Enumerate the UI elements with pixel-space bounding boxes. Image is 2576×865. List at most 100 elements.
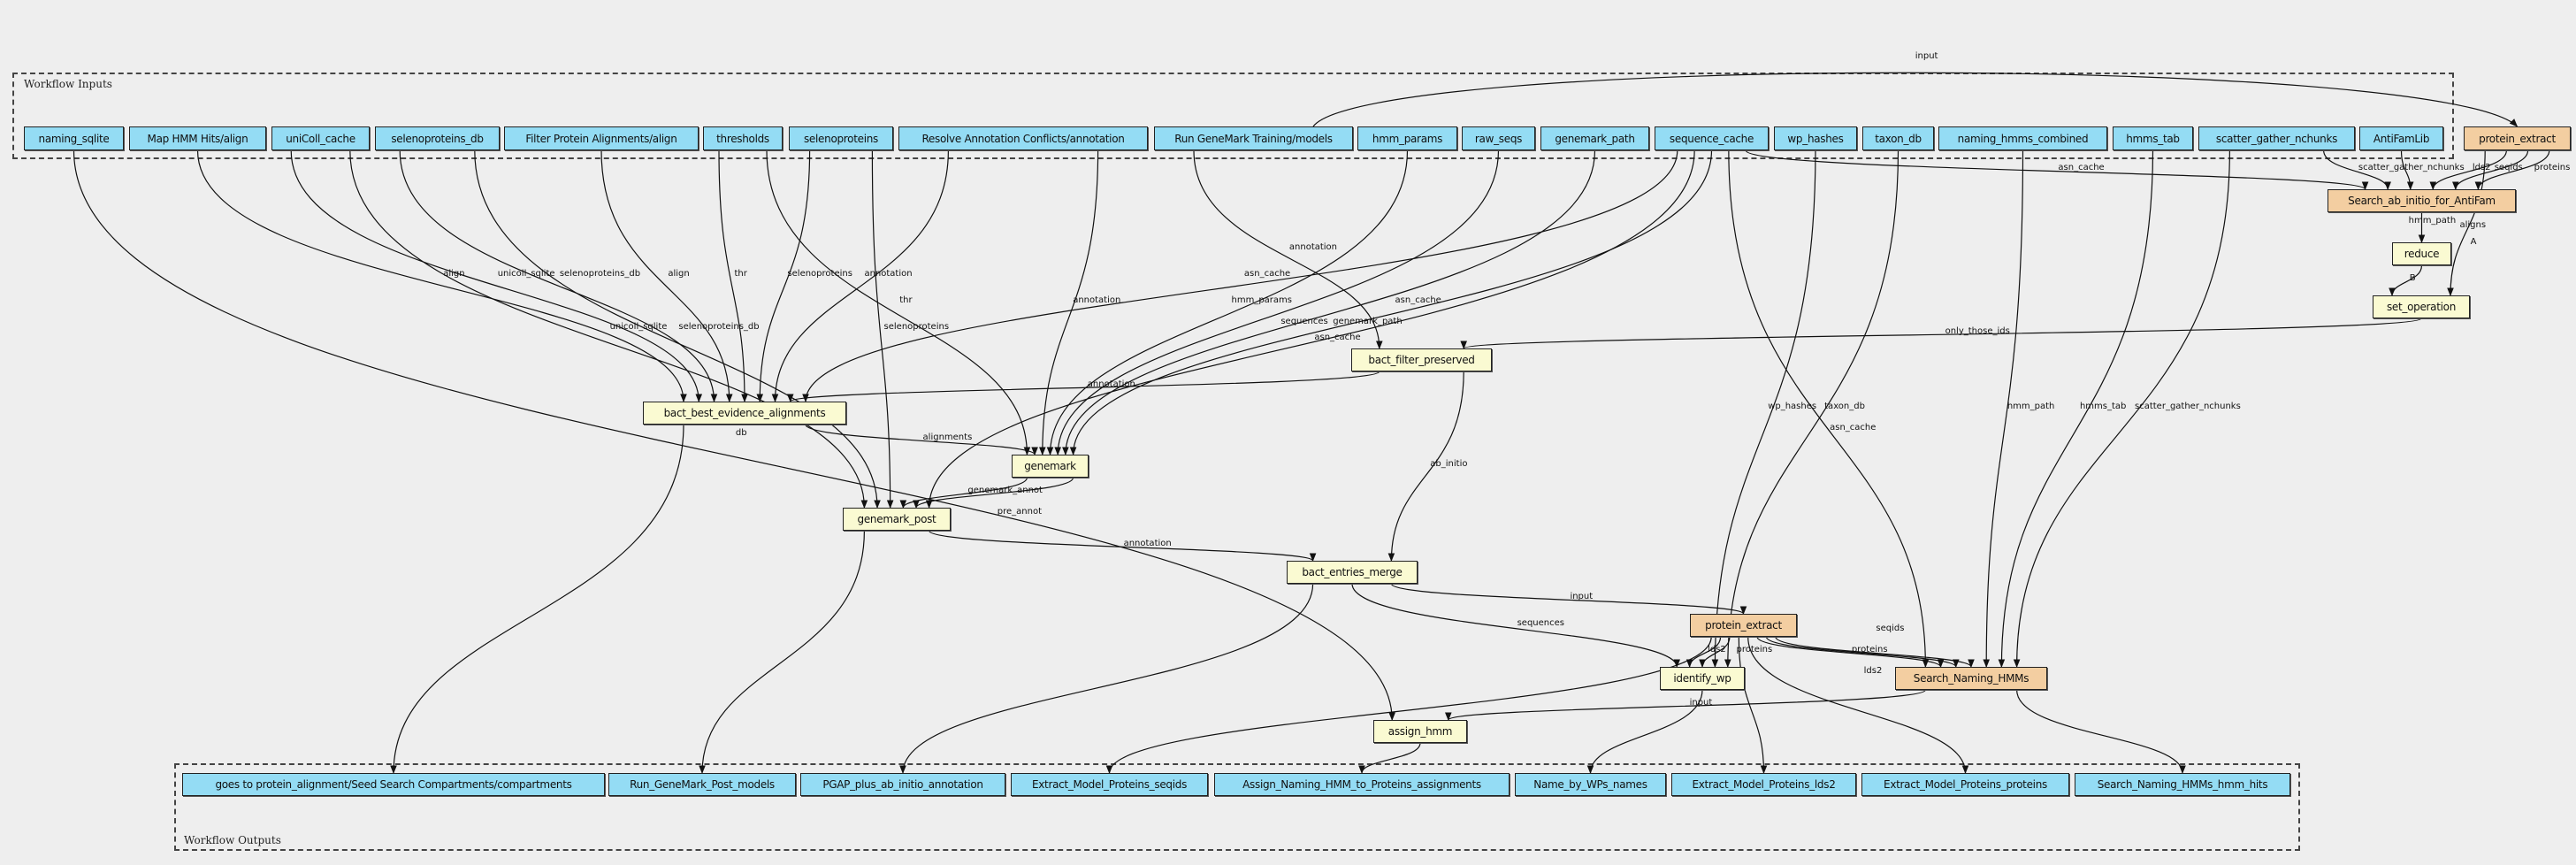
- edge-in-run-genemark-to-protein-extract-top: [1312, 72, 2519, 127]
- node-search-naming[interactable]: Search_Naming_HMMs: [1895, 667, 2047, 690]
- edge-in-unicoll-to-genemark-post: [349, 149, 868, 509]
- node-out-pgap[interactable]: PGAP_plus_ab_initio_annotation: [800, 773, 1005, 796]
- node-out-seqids[interactable]: Extract_Model_Proteins_seqids: [1011, 773, 1208, 796]
- node-label: PGAP_plus_ab_initio_annotation: [822, 778, 983, 791]
- node-set-operation[interactable]: set_operation: [2373, 295, 2470, 318]
- edge-in-wp-hashes-to-identify-wp: [1711, 149, 1816, 668]
- edge-protein-extract-mid-to-identify-wp: [1685, 636, 1722, 668]
- node-out-proteins[interactable]: Extract_Model_Proteins_proteins: [1861, 773, 2069, 796]
- edge-label: unicoll_sqlite: [610, 322, 668, 332]
- edge-protein-extract-mid-to-out-lds2: [1738, 636, 1768, 774]
- node-label: Search_Naming_HMMs: [1913, 672, 2029, 685]
- node-in-naming-hmms[interactable]: naming_hmms_combined: [1938, 126, 2107, 150]
- node-in-scatter[interactable]: scatter_gather_nchunks: [2198, 126, 2355, 150]
- node-in-filter-align[interactable]: Filter Protein Alignments/align: [504, 126, 699, 150]
- node-in-run-genemark[interactable]: Run GeneMark Training/models: [1154, 126, 1353, 150]
- node-label: naming_hmms_combined: [1957, 132, 2089, 145]
- node-in-hmms-tab[interactable]: hmms_tab: [2113, 126, 2193, 150]
- node-label: genemark_path: [1555, 132, 1635, 145]
- edge-label: wp_hashes: [1768, 402, 1816, 411]
- edge-label: pre_annot: [998, 507, 1042, 517]
- edge-search-naming-to-assign-hmm: [1445, 689, 1926, 721]
- edge-label: B: [2410, 273, 2416, 283]
- node-in-genemark-path[interactable]: genemark_path: [1540, 126, 1649, 150]
- node-reduce[interactable]: reduce: [2392, 242, 2451, 265]
- edge-bact-entries-merge-to-identify-wp: [1351, 583, 1680, 668]
- edge-label: selenoproteins_db: [560, 269, 640, 279]
- edge-set-operation-to-bact-filter-preserved: [1460, 318, 2422, 349]
- node-search-antifam[interactable]: Search_ab_initio_for_AntiFam: [2328, 189, 2516, 212]
- edge-label: annotation: [1124, 539, 1172, 548]
- node-label: sequence_cache: [1669, 132, 1754, 145]
- edge-search-naming-to-out-hmm-hits: [2016, 689, 2186, 774]
- edge-label: proteins: [1852, 645, 1888, 654]
- node-genemark-post[interactable]: genemark_post: [843, 508, 951, 531]
- node-in-naming-sqlite[interactable]: naming_sqlite: [24, 126, 124, 150]
- node-label: raw_seqs: [1474, 132, 1523, 145]
- edge-label: proteins: [1736, 645, 1772, 654]
- edge-label: ab_initio: [1430, 459, 1467, 469]
- node-label: uniColl_cache: [286, 132, 355, 145]
- node-protein-extract-top[interactable]: protein_extract: [2464, 126, 2571, 150]
- node-bbea[interactable]: bact_best_evidence_alignments: [643, 402, 846, 425]
- node-in-map-hmm[interactable]: Map HMM Hits/align: [129, 126, 266, 150]
- node-out-names[interactable]: Name_by_WPs_names: [1515, 773, 1666, 796]
- node-out-hmm-hits[interactable]: Search_Naming_HMMs_hmm_hits: [2075, 773, 2290, 796]
- node-label: genemark: [1024, 460, 1076, 472]
- node-out-lds2[interactable]: Extract_Model_Proteins_lds2: [1671, 773, 1856, 796]
- edge-label: input: [1570, 592, 1593, 601]
- node-in-seleno-db[interactable]: selenoproteins_db: [375, 126, 500, 150]
- edge-label: hmm_path: [2007, 402, 2055, 411]
- node-out-run-post[interactable]: Run_GeneMark_Post_models: [608, 773, 796, 796]
- node-label: Extract_Model_Proteins_proteins: [1884, 778, 2047, 791]
- node-label: identify_wp: [1673, 672, 1731, 685]
- edge-protein-extract-mid-to-search-naming: [1765, 636, 1960, 668]
- edge-label: input: [1915, 51, 1938, 61]
- edge-protein-extract-top-to-set-operation: [2447, 149, 2486, 296]
- edge-label: selenoproteins: [884, 322, 950, 332]
- node-identify-wp[interactable]: identify_wp: [1660, 667, 1745, 690]
- node-bact-filter-preserved[interactable]: bact_filter_preserved: [1351, 348, 1492, 371]
- node-genemark[interactable]: genemark: [1012, 455, 1089, 478]
- node-label: Assign_Naming_HMM_to_Proteins_assignment…: [1242, 778, 1481, 791]
- node-in-resolve[interactable]: Resolve Annotation Conflicts/annotation: [898, 126, 1148, 150]
- node-in-unicoll[interactable]: uniColl_cache: [271, 126, 370, 150]
- node-in-taxon-db[interactable]: taxon_db: [1862, 126, 1934, 150]
- node-label: Resolve Annotation Conflicts/annotation: [921, 132, 1125, 145]
- node-protein-extract-mid[interactable]: protein_extract: [1690, 614, 1797, 637]
- node-in-wp-hashes[interactable]: wp_hashes: [1774, 126, 1857, 150]
- edge-protein-extract-mid-to-search-naming: [1756, 636, 1945, 668]
- node-label: wp_hashes: [1787, 132, 1844, 145]
- node-in-sequence-cache[interactable]: sequence_cache: [1655, 126, 1769, 150]
- edge-in-antifam-to-search-antifam: [2400, 149, 2414, 190]
- edge-in-run-genemark-to-bact-filter-preserved: [1193, 149, 1383, 349]
- workflow-outputs-label: Workflow Outputs: [184, 834, 281, 846]
- node-label: AntiFamLib: [2373, 132, 2430, 145]
- node-out-assign[interactable]: Assign_Naming_HMM_to_Proteins_assignment…: [1214, 773, 1510, 796]
- edge-label: only_those_ids: [1945, 326, 2010, 336]
- node-in-raw-seqs[interactable]: raw_seqs: [1462, 126, 1535, 150]
- edge-identify-wp-to-out-names: [1586, 689, 1703, 774]
- node-label: Map HMM Hits/align: [147, 132, 248, 145]
- node-in-antifam[interactable]: AntiFamLib: [2359, 126, 2443, 150]
- edge-label: hmm_params: [1232, 295, 1293, 305]
- node-label: Run_GeneMark_Post_models: [630, 778, 775, 791]
- edge-in-naming-hmms-to-search-naming: [1983, 149, 2024, 668]
- node-assign-hmm[interactable]: assign_hmm: [1373, 720, 1467, 743]
- node-in-seleno[interactable]: selenoproteins: [789, 126, 893, 150]
- node-in-hmm-params[interactable]: hmm_params: [1357, 126, 1457, 150]
- edge-protein-extract-top-to-search-antifam: [2452, 149, 2529, 190]
- node-label: bact_best_evidence_alignments: [663, 407, 826, 419]
- node-label: Extract_Model_Proteins_lds2: [1692, 778, 1836, 791]
- node-label: Search_Naming_HMMs_hmm_hits: [2097, 778, 2268, 791]
- node-out-goes[interactable]: goes to protein_alignment/Seed Search Co…: [182, 773, 605, 796]
- edge-label: annotation: [1289, 242, 1337, 252]
- edge-assign-hmm-to-out-assign: [1358, 742, 1421, 774]
- edge-in-seleno-db-to-genemark-post: [474, 149, 881, 509]
- node-in-thresholds[interactable]: thresholds: [703, 126, 783, 150]
- edge-in-genemark-path-to-genemark: [1062, 149, 1596, 455]
- edge-genemark-post-to-out-run-post: [699, 530, 865, 774]
- edge-protein-extract-mid-to-out-seqids: [1105, 636, 1712, 774]
- node-bact-entries-merge[interactable]: bact_entries_merge: [1287, 561, 1418, 584]
- edge-in-sequence-cache-to-genemark-post: [925, 149, 1695, 509]
